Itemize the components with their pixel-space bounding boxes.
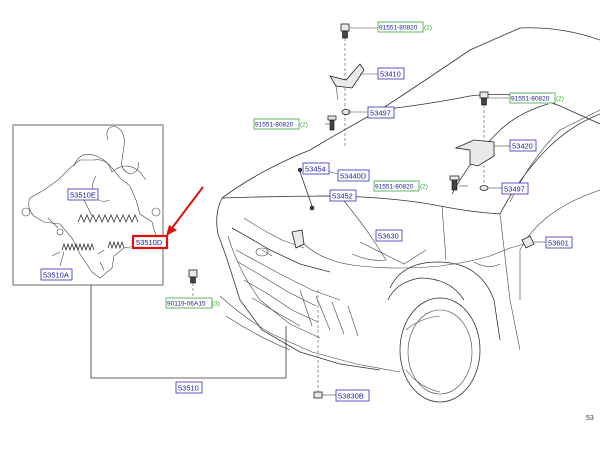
- label-53497-right[interactable]: 53497: [501, 182, 529, 195]
- label-91551-80820-left[interactable]: 91551-80820 (2): [253, 118, 308, 130]
- svg-text:(2): (2): [300, 122, 308, 129]
- svg-text:53830B: 53830B: [338, 392, 364, 401]
- label-53497-left[interactable]: 53497: [367, 106, 395, 119]
- svg-text:91551-80820: 91551-80820: [375, 184, 414, 191]
- label-53420[interactable]: 53420: [509, 139, 537, 152]
- lock-spring-lower: [61, 242, 95, 252]
- label-53830B[interactable]: 53830B: [335, 389, 370, 402]
- svg-text:53510E: 53510E: [70, 191, 96, 200]
- svg-text:53452: 53452: [332, 192, 353, 201]
- label-53510E[interactable]: 53510E: [67, 188, 99, 201]
- highlight-arrow: [171, 186, 204, 229]
- detail-inset-box: [12, 124, 164, 286]
- label-90119-06A15[interactable]: 90119-06A15 (3): [165, 297, 220, 309]
- cable-clip: [521, 235, 535, 249]
- hood-support-rod: [299, 171, 313, 207]
- label-53410[interactable]: 53410: [377, 67, 405, 80]
- label-53510D-highlighted[interactable]: 53510D: [131, 234, 169, 250]
- svg-text:53601: 53601: [548, 239, 569, 248]
- svg-text:(3): (3): [212, 301, 220, 308]
- label-53510[interactable]: 53510: [175, 381, 203, 394]
- label-53510A[interactable]: 53510A: [40, 268, 73, 281]
- label-53454[interactable]: 53454: [302, 162, 330, 175]
- hood-lock-on-vehicle: [291, 229, 305, 249]
- svg-text:53510: 53510: [178, 384, 199, 393]
- label-91551-80820-lower[interactable]: 91551-80820 (2): [373, 180, 428, 192]
- label-91551-80820-top[interactable]: 91551-80820 (2): [377, 21, 432, 33]
- svg-text:91551-80820: 91551-80820: [255, 122, 294, 129]
- label-53601[interactable]: 53601: [545, 236, 573, 249]
- page-reference: 53: [586, 415, 594, 422]
- svg-text:53497: 53497: [504, 185, 525, 194]
- svg-text:90119-06A15: 90119-06A15: [167, 301, 206, 308]
- svg-text:53420: 53420: [512, 142, 533, 151]
- hood-lock-assembly-drawing: [21, 125, 161, 279]
- hood-release-cable: [299, 239, 525, 269]
- svg-text:53454: 53454: [305, 165, 326, 174]
- svg-text:53497: 53497: [370, 109, 391, 118]
- lock-spring-right: [107, 240, 125, 250]
- label-53630[interactable]: 53630: [375, 229, 403, 242]
- vehicle-front-drawing: [216, 27, 600, 403]
- svg-text:(2): (2): [420, 184, 428, 191]
- svg-text:91551-80820: 91551-80820: [511, 96, 550, 103]
- lock-spring-upper: [77, 213, 139, 224]
- front-emblem: [255, 247, 269, 257]
- svg-text:91551-80820: 91551-80820: [379, 25, 418, 32]
- label-53452[interactable]: 53452: [329, 189, 357, 202]
- label-53440D[interactable]: 53440D: [337, 169, 370, 182]
- highlight-arrow-head: [166, 225, 177, 236]
- svg-text:(2): (2): [424, 25, 432, 32]
- svg-text:(2): (2): [556, 96, 564, 103]
- svg-text:53410: 53410: [380, 70, 401, 79]
- svg-text:53510A: 53510A: [43, 271, 69, 280]
- svg-text:53510D: 53510D: [136, 238, 163, 247]
- label-91551-80820-right[interactable]: 91551-80820 (2): [509, 92, 564, 104]
- svg-text:53630: 53630: [378, 232, 399, 241]
- svg-text:53440D: 53440D: [340, 172, 367, 181]
- front-wheel: [399, 297, 481, 403]
